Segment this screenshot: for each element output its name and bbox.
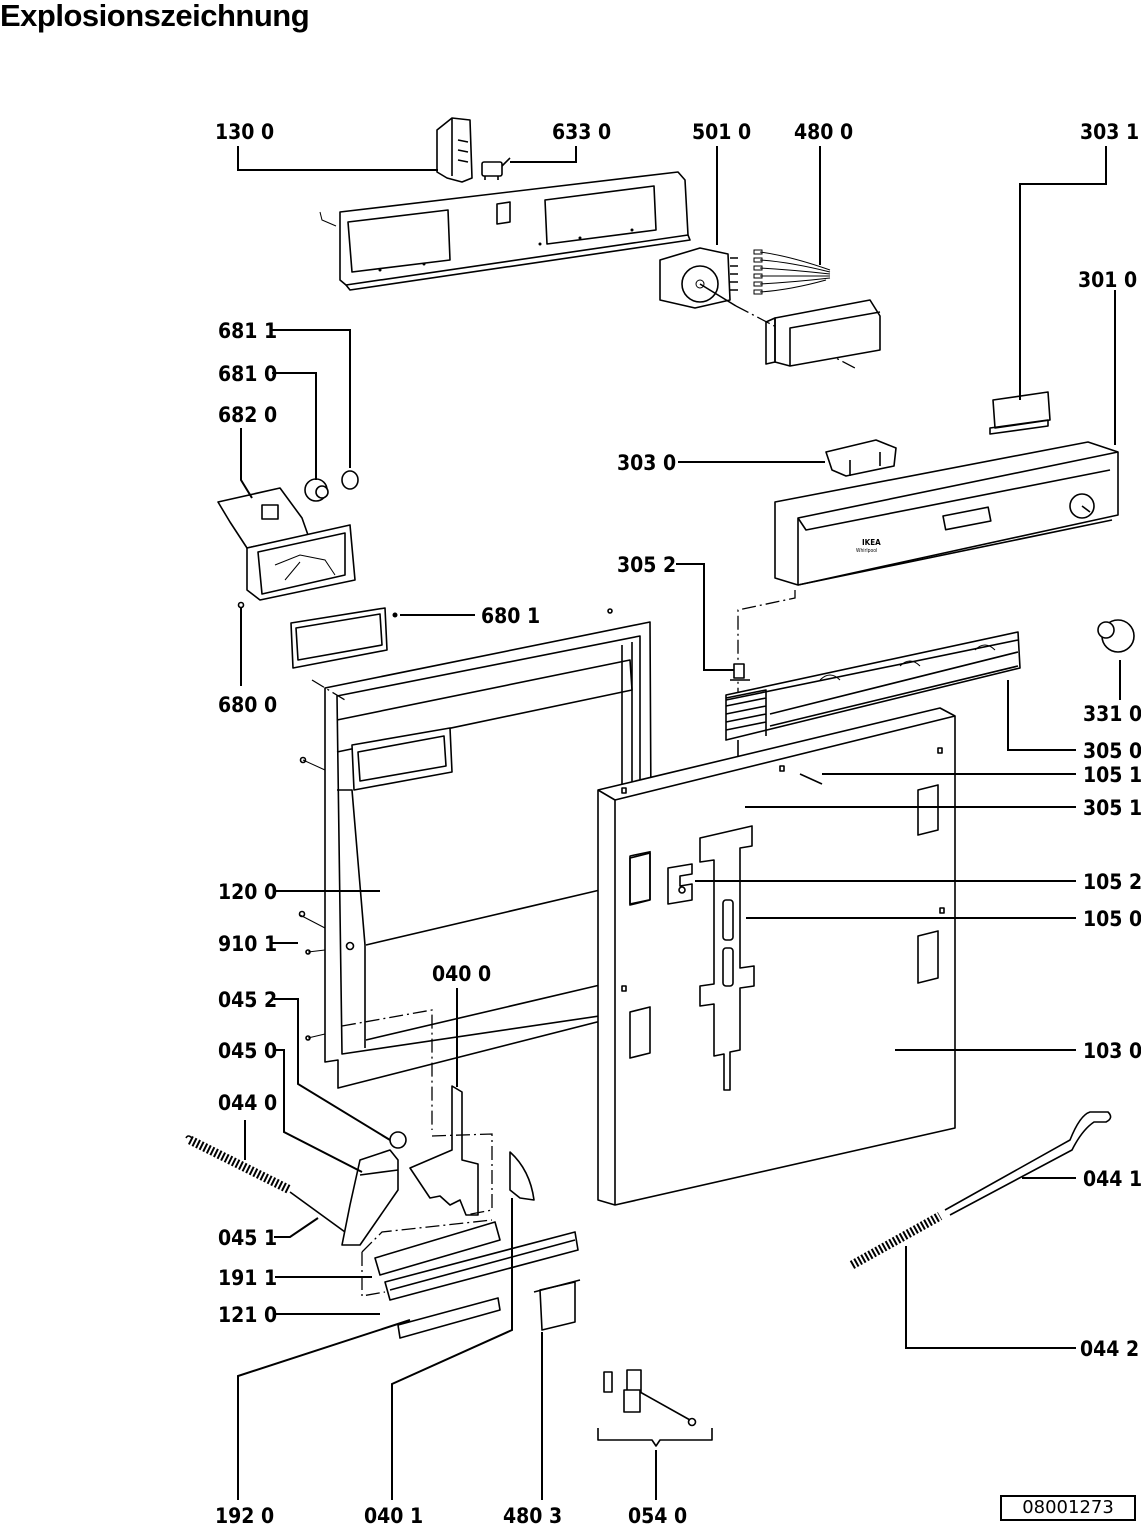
label-305-2: 305 2 [617,553,676,577]
part-682-0-dispenser[interactable] [217,487,356,601]
part-130-0-bracket[interactable] [436,117,473,183]
label-105-2: 105 2 [1083,870,1141,894]
part-192-0-seal[interactable] [397,1297,501,1339]
label-633-0: 633 0 [552,120,611,144]
label-681-0: 681 0 [218,362,277,386]
part-680-1-gasket[interactable] [290,607,398,669]
label-054-0: 054 0 [628,1504,687,1525]
part-040-0-hinge[interactable] [409,1085,493,1216]
part-044-0-spring[interactable] [185,1135,293,1195]
label-045-2: 045 2 [218,988,277,1012]
label-044-2: 044 2 [1080,1337,1139,1361]
part-timer-housing [765,299,881,367]
part-480-3-cable-guide[interactable] [533,1279,581,1331]
label-105-0: 105 0 [1083,907,1141,931]
part-105-1-pin[interactable] [799,773,823,785]
panel-brand: IKEA [862,538,881,547]
part-303-1-clip[interactable] [989,391,1051,435]
part-045-0-hinge-lever[interactable] [341,1149,399,1246]
label-103-0: 103 0 [1083,1039,1141,1063]
label-040-1: 040 1 [364,1504,423,1525]
label-192-0: 192 0 [215,1504,274,1525]
label-681-1: 681 1 [218,319,277,343]
label-130-0: 130 0 [215,120,274,144]
part-labels: 130 0 633 0 501 0 480 0 303 1 301 0 681 … [215,120,1141,1525]
page-title: Explosionszeichnung [0,0,310,33]
part-044-2-spring[interactable] [849,1212,943,1269]
part-045-1-rod[interactable] [289,1191,346,1233]
part-303-0-clip[interactable] [825,439,897,477]
part-305-2-spacer[interactable] [730,663,750,681]
label-910-1: 910 1 [218,932,277,956]
part-681-0-cap[interactable] [304,478,329,502]
label-682-0: 682 0 [218,403,277,427]
label-680-0: 680 0 [218,693,277,717]
part-105-0-bracket[interactable] [699,825,755,1091]
label-044-0: 044 0 [218,1091,277,1115]
label-191-1: 191 1 [218,1266,277,1290]
label-331-0: 331 0 [1083,702,1141,726]
label-305-1: 305 1 [1083,796,1141,820]
label-121-0: 121 0 [218,1303,277,1327]
label-105-1: 105 1 [1083,763,1141,787]
part-045-2-roller[interactable] [389,1131,407,1149]
label-480-3: 480 3 [503,1504,562,1525]
part-301-0-control-panel[interactable]: IKEA Whirlpool [774,441,1119,586]
part-633-0-microswitch[interactable] [481,157,511,180]
part-120-0-inner-door[interactable] [298,608,653,1130]
label-480-0: 480 0 [794,120,853,144]
label-301-0: 301 0 [1078,268,1137,292]
drawing-number-box: 08001273 [1000,1495,1136,1521]
label-303-0: 303 0 [617,451,676,475]
part-054-0-lock-kit[interactable] [597,1369,713,1447]
label-680-1: 680 1 [481,604,540,628]
part-040-1-cover[interactable] [509,1151,535,1201]
part-103-0-outer-door[interactable] [597,707,956,1206]
label-045-0: 045 0 [218,1039,277,1063]
part-331-0-knob[interactable] [1097,619,1135,653]
part-105-2-clip[interactable] [667,863,693,905]
label-501-0: 501 0 [692,120,751,144]
alignment-line [737,590,796,700]
panel-subbrand: Whirlpool [856,548,877,554]
part-681-1-seal-ring[interactable] [341,470,359,490]
label-044-1: 044 1 [1083,1167,1141,1191]
label-303-1: 303 1 [1080,120,1139,144]
part-480-0-wiring[interactable] [753,249,831,295]
part-191-1-seal[interactable] [361,1219,501,1297]
leader-lines [237,146,1121,1500]
label-045-1: 045 1 [218,1226,277,1250]
label-120-0: 120 0 [218,880,277,904]
part-680-0-screw[interactable] [237,601,245,609]
label-040-0: 040 0 [432,962,491,986]
part-control-frame [319,171,691,291]
part-044-1-rod[interactable] [944,1111,1112,1216]
part-305-0-handle[interactable] [725,631,1021,741]
label-305-0: 305 0 [1083,739,1141,763]
